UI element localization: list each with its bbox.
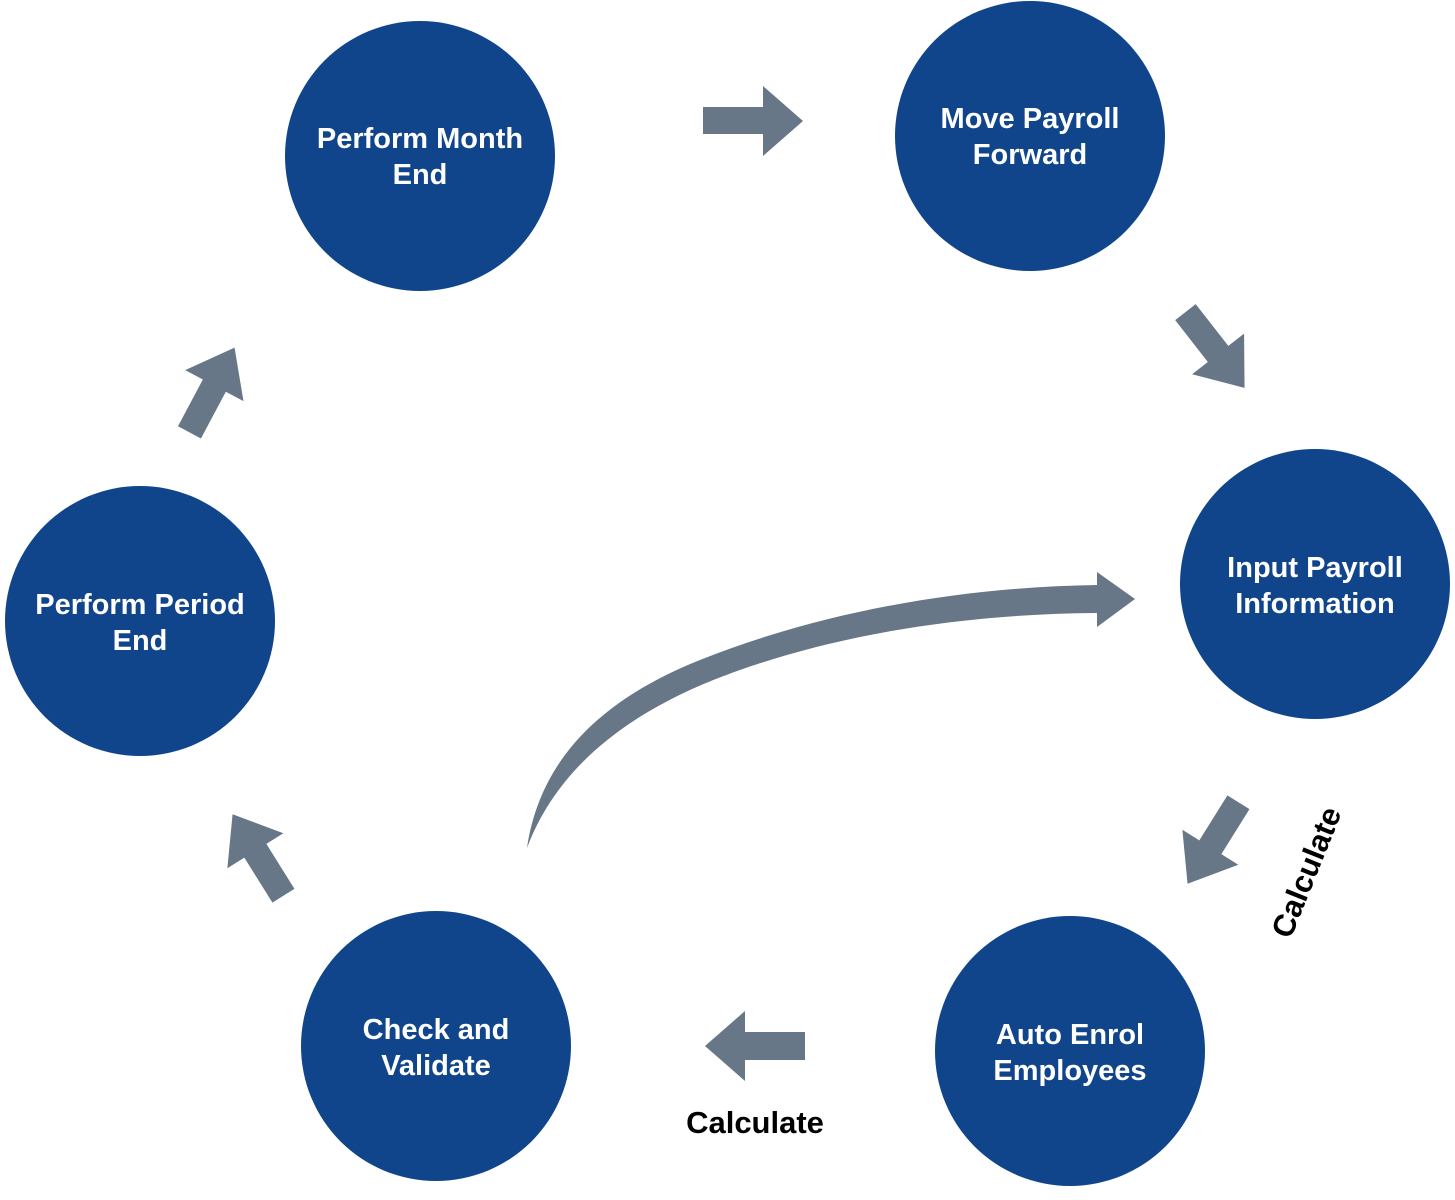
- curved-feedback-arrow-icon: [527, 572, 1135, 848]
- node-circle: [301, 911, 571, 1181]
- node-label-line-1: Check and: [363, 1014, 510, 1046]
- node-perform-month-end: Perform Month End: [285, 21, 555, 291]
- node-label-line-1: Move Payroll: [941, 103, 1120, 135]
- node-input-payroll-information: Input Payroll Information: [1180, 449, 1450, 719]
- node-label-line-1: Input Payroll: [1227, 552, 1403, 584]
- node-label-line-2: End: [393, 159, 448, 191]
- node-circle: [1180, 449, 1450, 719]
- node-move-payroll-forward: Move Payroll Forward: [895, 1, 1165, 271]
- edge-label-calculate-horizontal: Calculate: [686, 1105, 824, 1140]
- arrow-right-icon: [703, 86, 803, 156]
- arrow-up-right-icon: [177, 347, 244, 439]
- node-label-line-1: Perform Month: [317, 123, 523, 155]
- node-label-line-2: End: [113, 625, 168, 657]
- node-label-line-2: Validate: [381, 1050, 491, 1082]
- node-circle: [5, 486, 275, 756]
- node-circle: [895, 1, 1165, 271]
- edge-label-calculate-vertical: Calculate: [1264, 802, 1348, 943]
- node-label-line-2: Forward: [973, 139, 1087, 171]
- node-circle: [285, 21, 555, 291]
- node-circle: [935, 916, 1205, 1186]
- node-label-line-1: Perform Period: [35, 589, 245, 621]
- node-label-line-2: Information: [1235, 588, 1395, 620]
- arrow-down-right-icon: [1175, 304, 1245, 388]
- node-auto-enrol-employees: Auto Enrol Employees: [935, 916, 1205, 1186]
- arrow-left-icon: [705, 1011, 805, 1081]
- node-label-line-1: Auto Enrol: [996, 1019, 1144, 1051]
- arrow-down-left-icon: [1182, 795, 1250, 884]
- node-perform-period-end: Perform Period End: [5, 486, 275, 756]
- arrow-up-left-icon: [227, 814, 295, 903]
- node-check-and-validate: Check and Validate: [301, 911, 571, 1181]
- node-label-line-2: Employees: [993, 1055, 1146, 1087]
